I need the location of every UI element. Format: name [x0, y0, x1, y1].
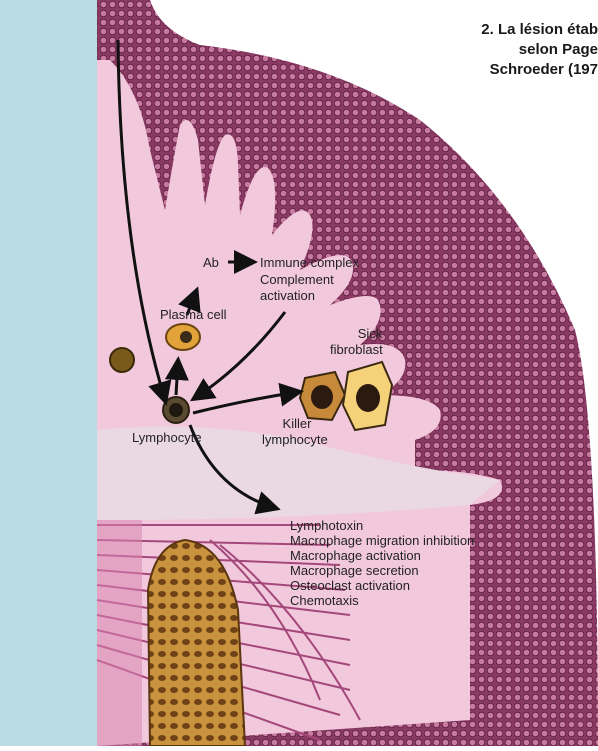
caption-line-1: 2. La lésion étab — [428, 20, 598, 40]
arrow-lymph-to-plasma — [176, 362, 178, 395]
label-lymphocyte: Lymphocyte — [132, 430, 202, 445]
lymphokine-migration-inhibition: Macrophage migration inhibition — [290, 533, 474, 548]
label-immune-complex: Immune complex — [260, 255, 359, 270]
lymphokine-chemotaxis: Chemotaxis — [290, 593, 474, 608]
label-complement: Complement — [260, 272, 334, 287]
left-cell — [110, 348, 134, 372]
lymphokine-macrophage-secretion: Macrophage secretion — [290, 563, 474, 578]
label-activation: activation — [260, 288, 315, 303]
caption-line-2: selon Page — [428, 40, 598, 60]
label-killer-lymphocyte: lymphocyte — [262, 432, 328, 447]
label-ab: Ab — [203, 255, 219, 270]
label-killer: Killer — [262, 416, 332, 431]
lymphokine-lymphotoxin: Lymphotoxin — [290, 518, 474, 533]
lymphokine-macrophage-activation: Macrophage activation — [290, 548, 474, 563]
figure-caption: 2. La lésion étab selon Page Schroeder (… — [428, 20, 598, 80]
caption-line-3: Schroeder (197 — [428, 60, 598, 80]
tooth-surface — [0, 0, 97, 746]
lymphokine-osteoclast-activation: Osteoclast activation — [290, 578, 474, 593]
cementum — [97, 520, 142, 746]
lymphokine-list: Lymphotoxin Macrophage migration inhibit… — [290, 518, 474, 608]
label-plasma-cell: Plasma cell — [160, 307, 226, 322]
label-fibroblast: fibroblast — [330, 342, 383, 357]
label-sick: Sick — [345, 326, 395, 341]
